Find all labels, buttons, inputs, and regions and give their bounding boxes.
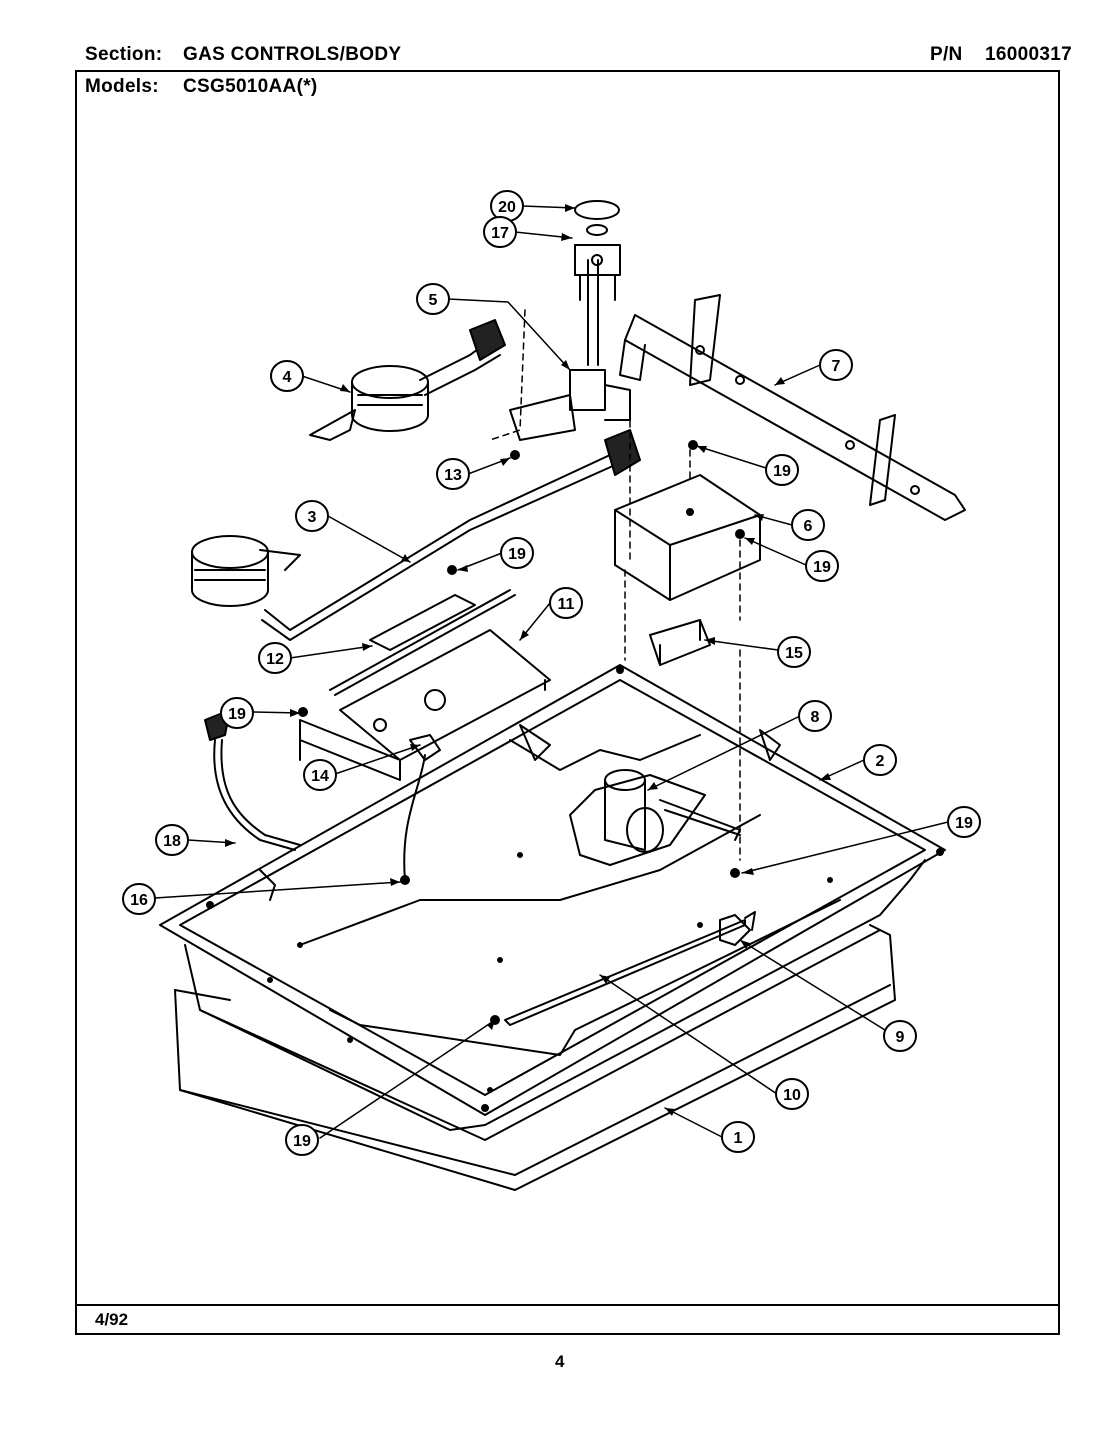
part-14-clamp [409,734,441,761]
leader-lines [154,205,949,1139]
part-7-manifold [619,294,966,521]
callout-13: 13 [444,467,462,484]
revision-date: 4/92 [95,1310,129,1329]
diagram-frame [75,70,1060,1335]
callout-9: 9 [896,1029,905,1046]
part-15-switch [649,619,711,666]
arrowheads [225,204,831,1116]
pn-label: P/N [930,44,963,65]
part-10-rod [504,919,746,1026]
screws [298,440,745,1025]
section-title: GAS CONTROLS/BODY [183,44,402,65]
callout-14: 14 [311,768,329,785]
callout-19: 19 [955,815,973,832]
callout-7: 7 [832,358,841,375]
callout-17: 17 [491,225,509,242]
part-2-burner-box [159,664,946,1141]
callout-20: 20 [498,199,516,216]
callout-11: 11 [558,596,575,613]
callout-19: 19 [773,463,791,480]
section-label: Section: [85,44,163,65]
part-16-ground-wire [403,754,426,881]
page-number: 4 [555,1352,565,1371]
footer-divider [75,1304,1060,1306]
callout-19: 19 [508,546,526,563]
callout-6: 6 [804,518,813,535]
part-3-burner-tube [191,429,641,641]
part-20-knob [574,200,620,236]
callout-1: 1 [734,1130,743,1147]
callout-15: 15 [785,645,803,662]
part-6-cover [614,474,761,601]
callout-19: 19 [228,706,246,723]
part-11-plate [299,629,551,781]
models-value: CSG5010AA(*) [183,76,318,97]
alignment-lines [489,309,741,861]
callout-2: 2 [876,753,885,770]
callout-18: 18 [163,833,181,850]
callout-10: 10 [783,1087,801,1104]
callout-8: 8 [811,709,820,726]
callout-3: 3 [308,509,317,526]
callout-circles [122,190,981,1156]
callout-4: 4 [283,369,292,386]
callout-19: 19 [293,1133,311,1150]
part-12-clip [329,589,516,696]
part-5-valve [509,259,631,441]
part-17-bracket [574,244,621,301]
callout-5: 5 [429,292,438,309]
part-18-power-cord [204,709,301,851]
callout-19: 19 [813,559,831,576]
models-label: Models: [85,76,159,97]
part-4-burner [309,319,506,441]
callout-12: 12 [266,651,284,668]
callout-16: 16 [130,892,148,909]
part-1-base-panel [174,924,896,1191]
part-number: 16000317 [985,44,1072,65]
